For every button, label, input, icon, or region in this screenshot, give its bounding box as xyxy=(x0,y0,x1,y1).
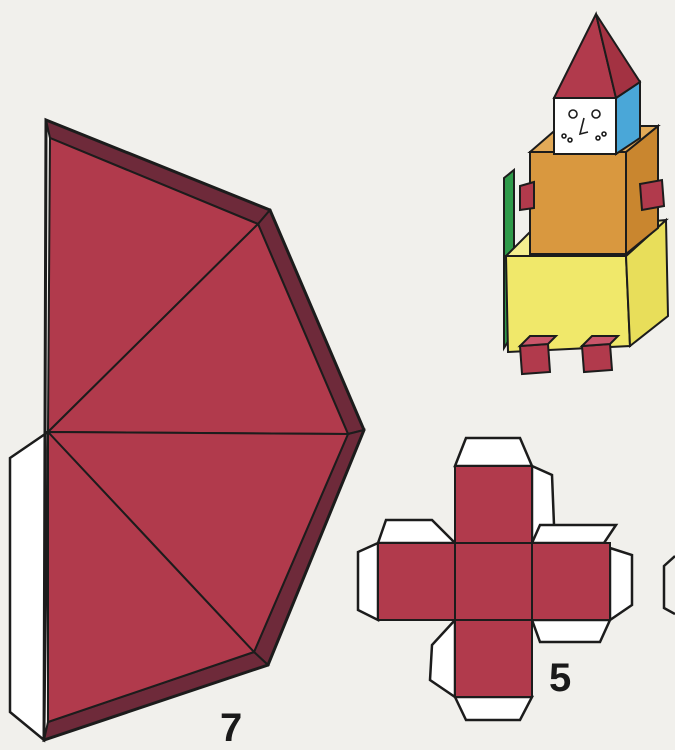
pyramid-net-number: 7 xyxy=(220,708,242,748)
cube-face-bottom xyxy=(455,620,532,697)
cube-flap-right-top xyxy=(532,525,616,543)
toy-robot xyxy=(504,14,668,374)
cube-flap-bottom xyxy=(455,697,532,720)
cube-face-left xyxy=(378,543,455,620)
cube-flap-left xyxy=(358,543,378,620)
robot-foot-right xyxy=(582,344,612,372)
cube-flap-left-top xyxy=(378,520,455,543)
cube-net-number: 5 xyxy=(549,658,571,698)
cube-face-top xyxy=(455,466,532,543)
cube-net xyxy=(358,438,632,720)
robot-arm-left xyxy=(520,182,534,210)
robot-arm-right xyxy=(640,180,664,210)
cube-face-right xyxy=(532,543,610,620)
pyramid-glue-flap xyxy=(10,432,48,740)
cube-flap-bottom-left xyxy=(430,620,455,697)
robot-head-front xyxy=(554,98,616,154)
cube-flap-right xyxy=(610,548,632,620)
robot-body-front xyxy=(530,152,626,254)
robot-foot-left xyxy=(520,344,550,374)
partial-net-edge xyxy=(664,556,675,614)
cube-flap-top xyxy=(455,438,532,466)
pyramid-net xyxy=(10,120,364,740)
cube-face-center xyxy=(455,543,532,620)
cube-flap-right-bottom xyxy=(532,620,610,642)
